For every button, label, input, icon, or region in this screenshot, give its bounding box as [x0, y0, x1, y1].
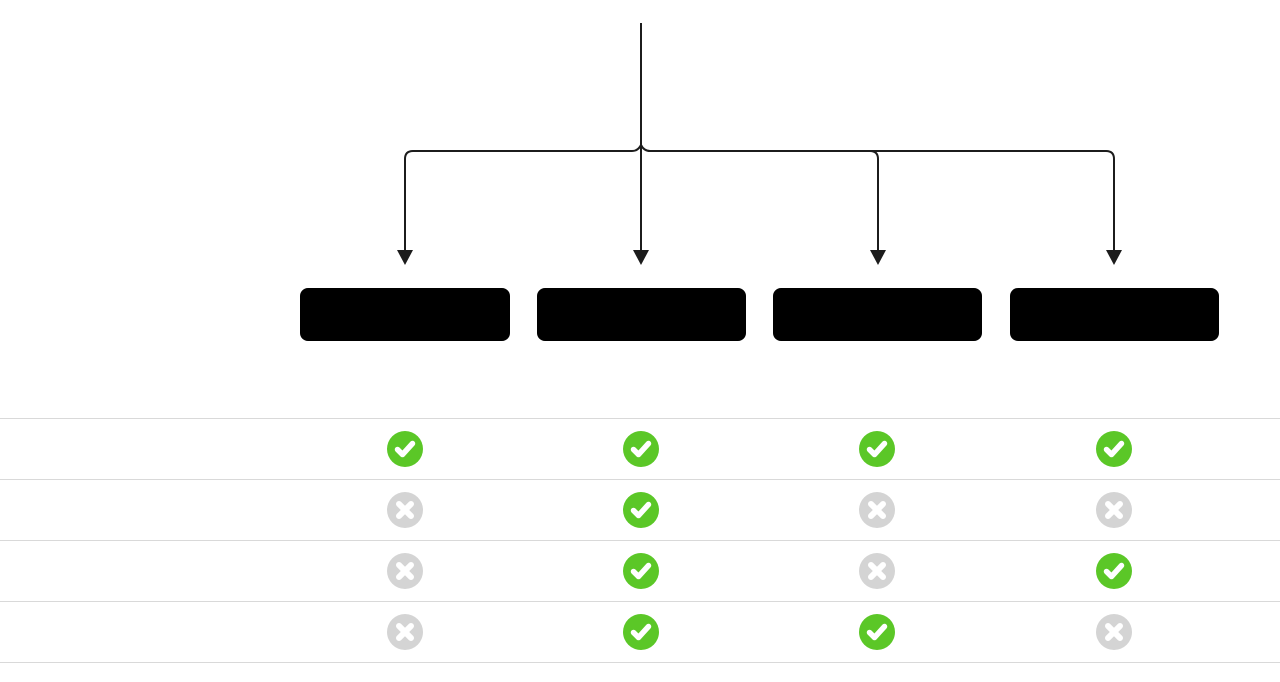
table-cell	[995, 553, 1232, 589]
table-cell	[995, 492, 1232, 528]
table-cell	[523, 431, 759, 467]
table-cell	[759, 431, 995, 467]
arrowhead-icon	[870, 250, 886, 265]
check-circle-icon	[623, 553, 659, 589]
table-cell	[523, 492, 759, 528]
table-cell	[759, 614, 995, 650]
table-cell	[523, 553, 759, 589]
table-cell	[523, 614, 759, 650]
diagram-node-4	[1010, 288, 1219, 341]
table-cell	[995, 431, 1232, 467]
table-row	[0, 602, 1280, 663]
check-circle-icon	[623, 431, 659, 467]
x-circle-icon	[1095, 492, 1132, 528]
table-row	[0, 541, 1280, 602]
check-circle-icon	[1095, 553, 1132, 589]
table-cell	[287, 492, 523, 528]
x-circle-icon	[387, 614, 423, 650]
x-circle-icon	[859, 492, 895, 528]
table-cell	[287, 614, 523, 650]
x-circle-icon	[1095, 614, 1132, 650]
check-circle-icon	[623, 614, 659, 650]
arrowhead-icon	[633, 250, 649, 265]
x-circle-icon	[387, 492, 423, 528]
diagram-node-2	[537, 288, 746, 341]
check-circle-icon	[1095, 431, 1132, 467]
x-circle-icon	[859, 553, 895, 589]
check-circle-icon	[859, 431, 895, 467]
table-cell	[287, 553, 523, 589]
connector-rail	[404, 142, 1115, 250]
connector-branch-3	[869, 150, 879, 250]
check-circle-icon	[387, 431, 423, 467]
diagram-node-1	[300, 288, 510, 341]
comparison-table	[0, 418, 1280, 663]
diagram-node-3	[773, 288, 982, 341]
table-row	[0, 480, 1280, 541]
table-cell	[287, 431, 523, 467]
arrowhead-icon	[1106, 250, 1122, 265]
check-circle-icon	[623, 492, 659, 528]
x-circle-icon	[387, 553, 423, 589]
table-cell	[759, 553, 995, 589]
arrowhead-icon	[397, 250, 413, 265]
table-cell	[759, 492, 995, 528]
table-row	[0, 419, 1280, 480]
table-cell	[995, 614, 1232, 650]
check-circle-icon	[859, 614, 895, 650]
